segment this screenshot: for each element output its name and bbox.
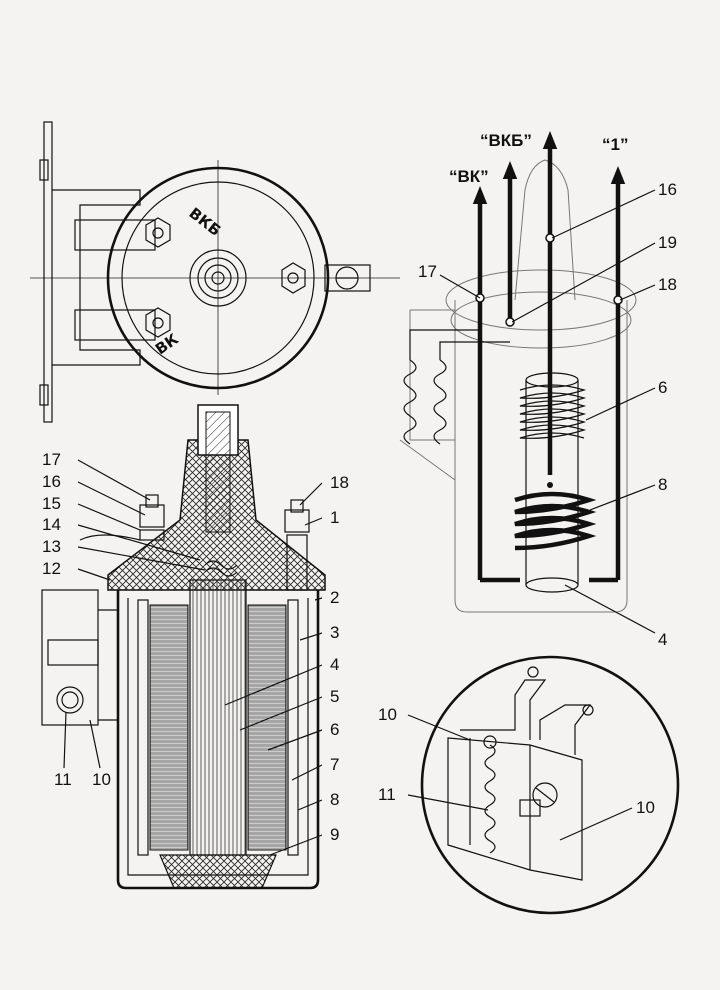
callout-10-section: 10 — [92, 770, 111, 789]
mounting-clamp-side — [41, 534, 141, 726]
mounting-bracket-top — [39, 121, 156, 423]
callout-17-section: 17 — [42, 450, 61, 469]
callout-9-section: 9 — [330, 825, 339, 844]
stamp-vk: ВК — [152, 330, 182, 359]
callout-6-section: 6 — [330, 720, 339, 739]
callout-5-section: 5 — [330, 687, 339, 706]
callout-19-schematic: 19 — [658, 233, 677, 252]
terminal-label-one: “1” — [602, 135, 628, 154]
terminal-label-vkb: “ВКБ” — [480, 131, 532, 150]
callout-8-section: 8 — [330, 790, 339, 809]
resistor-detail-view — [420, 655, 680, 915]
additional-resistor-coil — [403, 359, 447, 445]
callout-4-schematic: 4 — [658, 630, 667, 649]
secondary-winding-right — [247, 604, 287, 851]
callout-15-section: 15 — [42, 494, 61, 513]
callout-18-section: 18 — [330, 473, 349, 492]
terminal-stud-left — [139, 494, 165, 541]
coil-top-view: ВКБ ВК — [30, 121, 400, 423]
callout-6-schematic: 6 — [658, 378, 667, 397]
wiring-schematic — [399, 131, 637, 613]
callout-11-detail: 11 — [378, 785, 396, 804]
detail-screw — [519, 782, 558, 817]
callout-16-schematic: 16 — [658, 180, 677, 199]
callout-3-section: 3 — [330, 623, 339, 642]
resistor-block — [447, 737, 583, 881]
callout-17-schematic: 17 — [418, 262, 437, 281]
callout-18-schematic: 18 — [658, 275, 677, 294]
callout-11-section: 11 — [54, 770, 72, 789]
terminal-stud-right — [284, 499, 310, 591]
callout-14-section: 14 — [42, 515, 61, 534]
secondary-winding-left — [149, 604, 189, 851]
callout-8-schematic: 8 — [658, 475, 667, 494]
callout-13-section: 13 — [42, 537, 61, 556]
high-voltage-tower-top — [189, 249, 247, 307]
clamp-screw-top — [324, 264, 371, 292]
schematic-leaders — [439, 189, 656, 634]
callout-4-section: 4 — [330, 655, 339, 674]
magnetic-core — [189, 579, 247, 856]
terminal-label-vk: “ВК” — [449, 167, 489, 186]
terminal-nut-vk — [145, 307, 171, 338]
callout-7-section: 7 — [330, 755, 339, 774]
terminal-nut-vkb — [145, 217, 171, 248]
section-leaders — [63, 459, 323, 856]
primary-coil — [514, 491, 597, 551]
bottom-insulator — [159, 854, 277, 889]
callout-2-section: 2 — [330, 588, 339, 607]
callout-1-section: 1 — [330, 508, 339, 527]
resistor-spiral — [484, 744, 496, 854]
callout-10-detail-left: 10 — [378, 705, 397, 724]
coil-cross-section — [41, 404, 326, 890]
callout-16-section: 16 — [42, 472, 61, 491]
callout-10-detail-right: 10 — [636, 798, 655, 817]
stamp-vkb: ВКБ — [186, 204, 225, 240]
detail-leaders — [407, 714, 633, 841]
callout-12-section: 12 — [42, 559, 61, 578]
terminal-nut-one — [281, 262, 306, 294]
